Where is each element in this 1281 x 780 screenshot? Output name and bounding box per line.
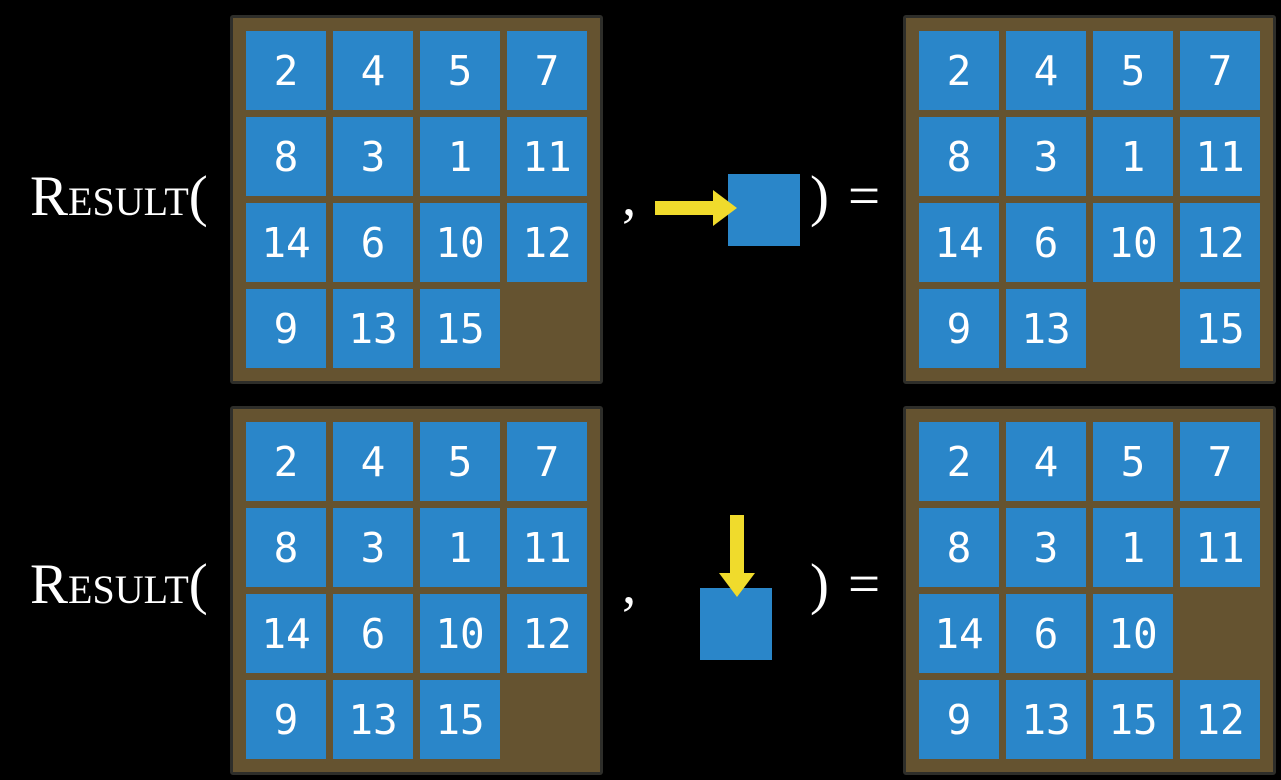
puzzle-cell: 5 — [1093, 31, 1173, 110]
result-function-call: Result( — [30, 556, 208, 613]
puzzle-cell: 12 — [507, 203, 587, 282]
equals-sign: = — [848, 553, 881, 616]
close-paren: ) — [810, 553, 829, 616]
puzzle-cell: 4 — [333, 31, 413, 110]
open-paren: ( — [188, 553, 208, 616]
puzzle-cell: 7 — [1180, 31, 1260, 110]
puzzle-cell: 1 — [420, 117, 500, 196]
puzzle-cell: 9 — [246, 680, 326, 759]
puzzle-cell blank-cell — [507, 680, 587, 759]
puzzle-cell blank-cell — [1180, 594, 1260, 673]
puzzle-cell: 8 — [919, 117, 999, 196]
puzzle-cell: 15 — [420, 680, 500, 759]
puzzle-cell: 13 — [1006, 680, 1086, 759]
puzzle-cell: 5 — [1093, 422, 1173, 501]
equals-sign: = — [848, 165, 881, 228]
puzzle-cell: 6 — [333, 594, 413, 673]
puzzle-cell: 4 — [1006, 31, 1086, 110]
puzzle-cell: 15 — [420, 289, 500, 368]
puzzle-cell: 9 — [919, 680, 999, 759]
close-paren: ) — [810, 165, 829, 228]
puzzle-cell: 14 — [919, 594, 999, 673]
puzzle-cell: 3 — [1006, 508, 1086, 587]
puzzle-cell: 12 — [507, 594, 587, 673]
puzzle-cell: 11 — [507, 117, 587, 196]
result-function-call: Result( — [30, 168, 208, 225]
puzzle-cell: 4 — [1006, 422, 1086, 501]
puzzle-cell: 2 — [919, 31, 999, 110]
puzzle-cell: 8 — [246, 508, 326, 587]
puzzle-cell: 8 — [919, 508, 999, 587]
puzzle-cell: 5 — [420, 422, 500, 501]
puzzle-cell: 6 — [1006, 203, 1086, 282]
action-tile-square — [728, 174, 800, 246]
puzzle-cell: 13 — [333, 289, 413, 368]
puzzle-cell: 11 — [507, 508, 587, 587]
open-paren: ( — [188, 165, 208, 228]
puzzle-cell: 5 — [420, 31, 500, 110]
puzzle-cell: 9 — [246, 289, 326, 368]
puzzle-cell: 14 — [919, 203, 999, 282]
action-tile-square — [700, 588, 772, 660]
puzzle-cell: 1 — [1093, 508, 1173, 587]
puzzle-cell: 3 — [333, 508, 413, 587]
puzzle-cell: 14 — [246, 203, 326, 282]
puzzle-cell: 8 — [246, 117, 326, 196]
puzzle-cell: 14 — [246, 594, 326, 673]
puzzle-cell: 15 — [1093, 680, 1173, 759]
puzzle-cell: 15 — [1180, 289, 1260, 368]
puzzle-cell: 7 — [507, 422, 587, 501]
puzzle-cell: 10 — [420, 594, 500, 673]
comma: , — [622, 165, 637, 228]
puzzle-cell: 13 — [1006, 289, 1086, 368]
puzzle-cell: 7 — [1180, 422, 1260, 501]
function-name: Result — [30, 165, 189, 228]
function-name: Result — [30, 553, 189, 616]
puzzle-cell: 12 — [1180, 680, 1260, 759]
puzzle-cell: 10 — [420, 203, 500, 282]
puzzle-cell: 11 — [1180, 508, 1260, 587]
right-arrow-icon — [655, 188, 737, 228]
comma: , — [622, 553, 637, 616]
puzzle-cell: 13 — [333, 680, 413, 759]
puzzle-cell: 7 — [507, 31, 587, 110]
puzzle-cell: 6 — [1006, 594, 1086, 673]
down-arrow-icon — [717, 515, 757, 597]
puzzle-cell: 10 — [1093, 594, 1173, 673]
puzzle-cell blank-cell — [507, 289, 587, 368]
puzzle-cell: 10 — [1093, 203, 1173, 282]
puzzle-cell: 3 — [333, 117, 413, 196]
puzzle-cell: 6 — [333, 203, 413, 282]
puzzle-cell: 2 — [919, 422, 999, 501]
puzzle-cell: 2 — [246, 422, 326, 501]
puzzle-cell: 2 — [246, 31, 326, 110]
puzzle-cell blank-cell — [1093, 289, 1173, 368]
puzzle-cell: 1 — [420, 508, 500, 587]
puzzle-cell: 11 — [1180, 117, 1260, 196]
puzzle-cell: 1 — [1093, 117, 1173, 196]
puzzle-cell: 3 — [1006, 117, 1086, 196]
puzzle-cell: 4 — [333, 422, 413, 501]
puzzle-cell: 9 — [919, 289, 999, 368]
puzzle-cell: 12 — [1180, 203, 1260, 282]
